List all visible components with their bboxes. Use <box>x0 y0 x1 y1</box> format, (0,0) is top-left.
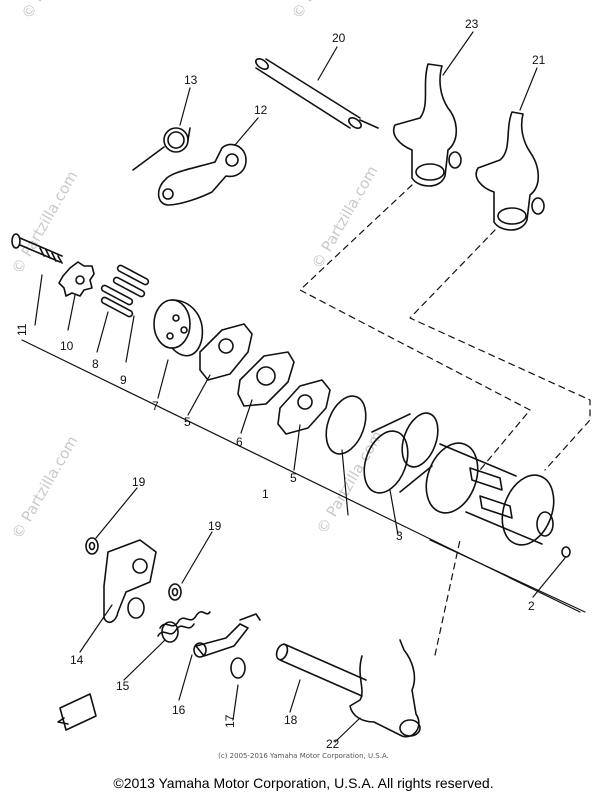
watermark-text: © Partzilla.com <box>8 168 81 277</box>
callout-18: 18 <box>284 713 298 727</box>
part-10-star-plate[interactable] <box>58 261 95 297</box>
callout-3: 3 <box>396 529 403 543</box>
part-5-plate[interactable] <box>277 379 331 435</box>
part-11-bolt[interactable] <box>11 233 63 264</box>
part-15-spring[interactable] <box>157 611 211 643</box>
leader-lines <box>21 31 591 743</box>
part-7-segment[interactable] <box>153 299 204 357</box>
part-19-washer[interactable] <box>85 537 99 555</box>
part-16-arm[interactable] <box>193 613 261 658</box>
part-3-bearing[interactable] <box>356 408 444 499</box>
callout-labels: 20 23 21 13 12 11 10 8 9 7 5 6 5 1 3 2 1… <box>15 17 546 751</box>
callout-14: 14 <box>70 653 84 667</box>
callout-19b: 19 <box>208 519 222 533</box>
part-2-shift-drum[interactable] <box>417 436 571 558</box>
part-18-shaft[interactable] <box>275 643 367 697</box>
callout-23: 23 <box>465 17 479 31</box>
callout-9: 9 <box>120 373 127 387</box>
callout-11: 11 <box>15 323 29 336</box>
callout-21: 21 <box>532 53 546 67</box>
part-12-stopper-lever[interactable] <box>157 143 247 206</box>
watermark-text: © Partzilla.com <box>308 163 381 272</box>
callout-15: 15 <box>116 679 130 693</box>
watermark-text: © Partzilla.com <box>8 433 81 542</box>
part-21-shift-fork[interactable] <box>475 111 545 231</box>
part-20-shift-rod[interactable] <box>254 57 379 131</box>
watermark-text: © Partzilla.com <box>288 0 361 22</box>
callout-2: 2 <box>528 599 535 613</box>
watermark-text: © Partzilla.com <box>18 0 91 22</box>
part-14-shift-arm[interactable] <box>103 539 157 624</box>
callout-6: 6 <box>236 435 243 449</box>
part-13-torsion-spring[interactable] <box>132 127 191 171</box>
part-22-shift-fork[interactable] <box>349 639 421 738</box>
callout-12: 12 <box>254 103 268 117</box>
callout-8: 8 <box>92 357 99 371</box>
callout-13: 13 <box>184 73 198 87</box>
callout-10: 10 <box>60 339 74 353</box>
callout-5b: 5 <box>290 471 297 485</box>
watermark-text: © Partzilla.com <box>313 428 386 537</box>
part-9-pins[interactable] <box>112 264 150 298</box>
part-6-plate[interactable] <box>237 351 295 407</box>
diagram-copyright-small: (c) 2005-2016 Yamaha Motor Corporation, … <box>218 752 389 760</box>
part-5-plate[interactable] <box>199 323 253 381</box>
front-arrow-icon <box>57 693 97 731</box>
callout-17: 17 <box>223 714 237 728</box>
part-8-pins[interactable] <box>100 284 134 318</box>
part-23-shift-fork[interactable] <box>393 63 462 187</box>
part-17-circlip[interactable] <box>230 657 246 679</box>
callout-1: 1 <box>262 487 269 501</box>
callout-19: 19 <box>132 475 146 489</box>
callout-5: 5 <box>184 415 191 429</box>
circlip[interactable] <box>319 391 373 460</box>
copyright-notice: ©2013 Yamaha Motor Corporation, U.S.A. A… <box>113 775 494 791</box>
part-19-washer[interactable] <box>168 583 182 601</box>
callout-22: 22 <box>326 737 340 751</box>
callout-7: 7 <box>152 399 159 413</box>
callout-16: 16 <box>172 703 186 717</box>
callout-20: 20 <box>332 31 346 45</box>
